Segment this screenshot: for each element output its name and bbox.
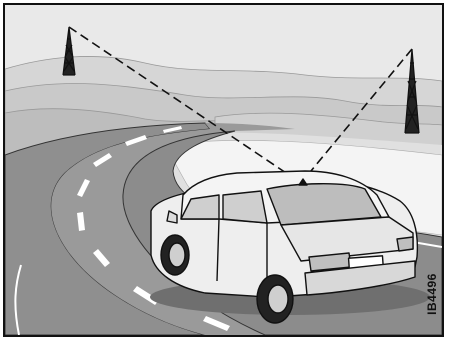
figure-code: IB4496 bbox=[424, 259, 440, 329]
car bbox=[150, 171, 430, 323]
illustration bbox=[5, 5, 442, 335]
figure-code-text: IB4496 bbox=[425, 273, 439, 315]
illustration-frame: IB4496 bbox=[3, 3, 444, 337]
